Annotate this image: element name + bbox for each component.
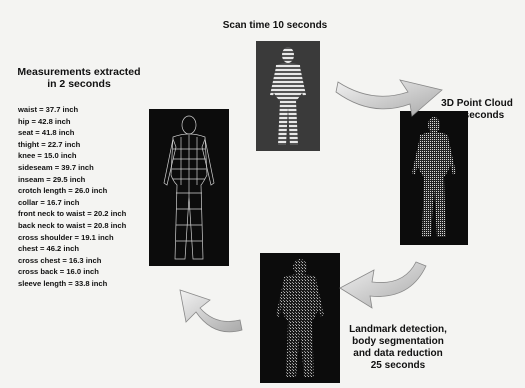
arrow-scan-to-pointcloud	[336, 80, 442, 116]
arrow-pointcloud-to-landmark	[340, 262, 426, 308]
arrow-landmark-to-measurements	[180, 290, 242, 332]
